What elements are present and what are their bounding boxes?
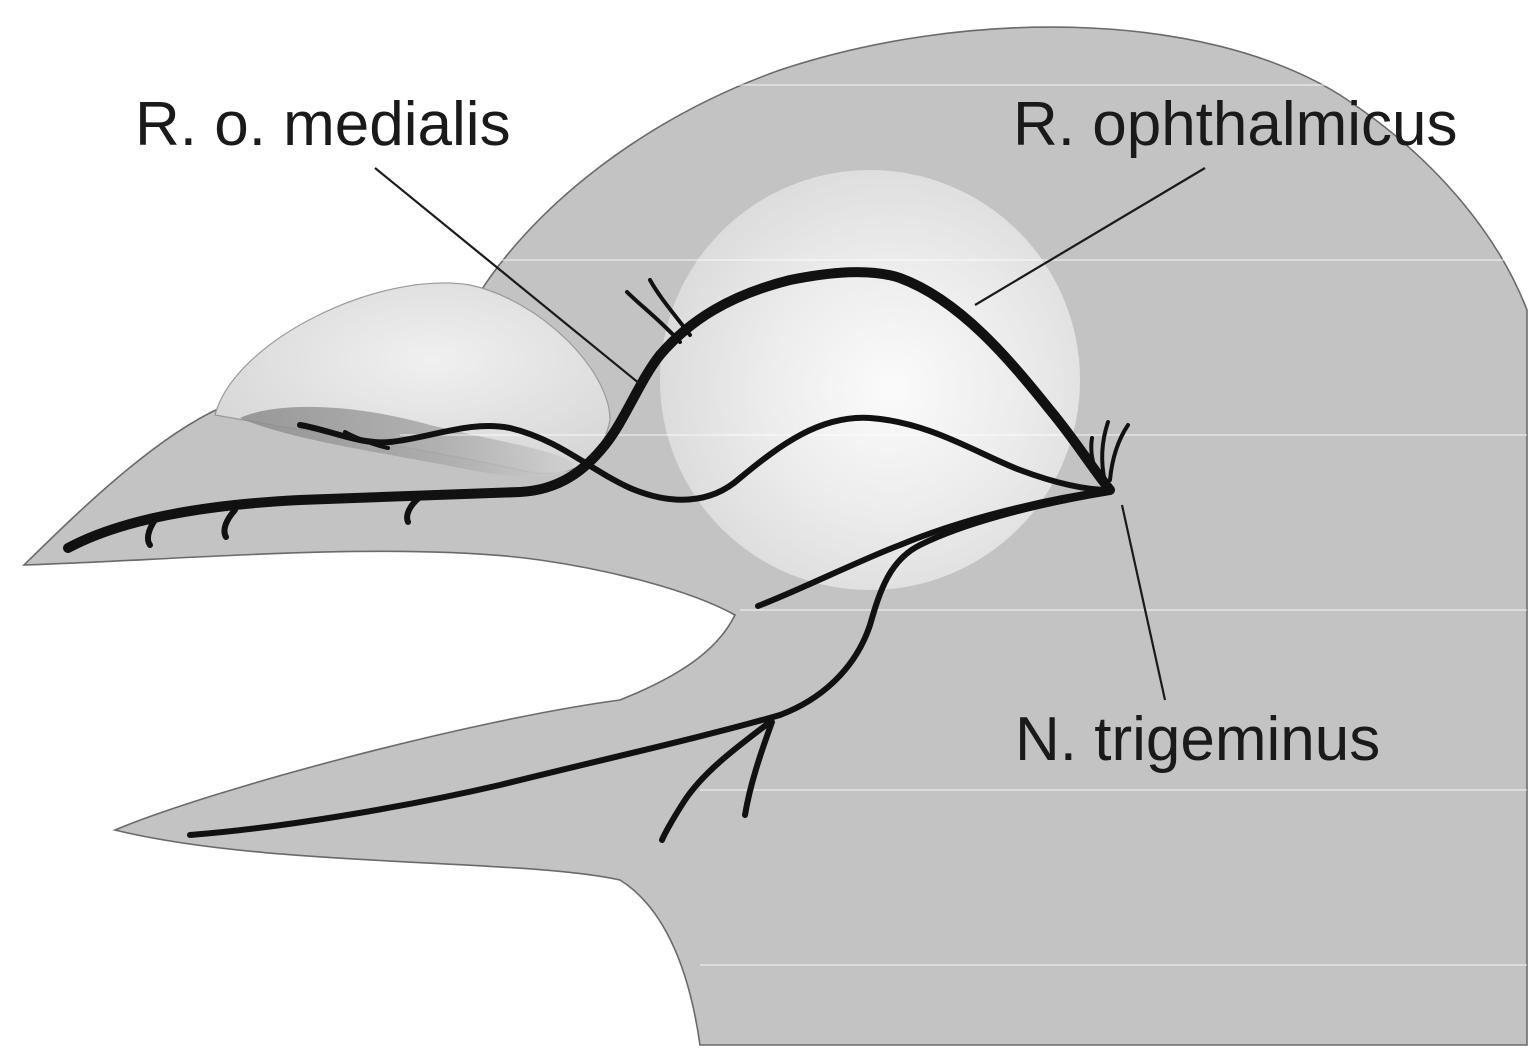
label-ro-medialis: R. o. medialis (135, 90, 511, 159)
label-r-ophthalmicus: R. ophthalmicus (1013, 90, 1458, 159)
label-n-trigeminus: N. trigeminus (1015, 705, 1380, 774)
eye (660, 170, 1080, 590)
